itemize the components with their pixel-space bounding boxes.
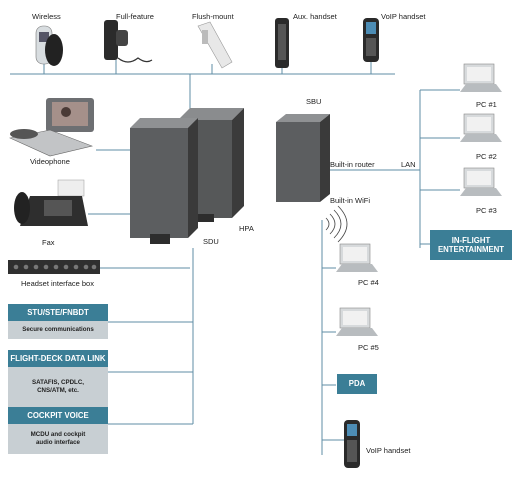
fax-label: Fax (42, 238, 55, 247)
headset-interface-box-icon (8, 260, 100, 274)
hpa-label: HPA (239, 224, 254, 233)
sdu-label: SDU (203, 237, 219, 246)
cv-sub-line1: MCDU and cockpit (30, 431, 86, 439)
full-feature-handset-icon (104, 20, 153, 63)
sbu-unit-icon (276, 114, 330, 202)
stu-ste-fnbdt-title: STU/STE/FNBDT (8, 304, 108, 321)
stu-ste-fnbdt-subtitle: Secure communications (8, 321, 108, 339)
flight-deck-data-link-box: FLIGHT-DECK DATA LINK SATAFIS, CPDLC, CN… (8, 350, 108, 407)
built-in-wifi-label: Built-in WiFi (330, 196, 371, 205)
wireless-handset-icon (35, 25, 63, 66)
ife-line1: IN-FLIGHT (451, 235, 491, 245)
pc5-laptop-icon (336, 307, 378, 336)
voip-handset-top-label: VoIP handset (381, 12, 426, 21)
fddl-sub-line2: CNS/ATM, etc. (37, 387, 79, 394)
wireless-handset-label: Wireless (32, 12, 61, 21)
voip-handset-bottom-icon (344, 420, 360, 468)
pc4-laptop-icon (336, 243, 378, 272)
pda-tag: PDA (337, 374, 377, 394)
stu-ste-fnbdt-box: STU/STE/FNBDT Secure communications (8, 304, 108, 339)
sbu-label: SBU (306, 97, 322, 106)
voip-handset-bottom-label: VoIP handset (366, 446, 411, 455)
videophone-icon (9, 98, 94, 157)
flight-deck-data-link-title: FLIGHT-DECK DATA LINK (8, 350, 108, 367)
sdu-unit-icon (130, 118, 198, 244)
in-flight-entertainment-tag: IN-FLIGHT ENTERTAINMENT (430, 230, 512, 260)
connection-lines (10, 60, 460, 455)
flush-mount-handset-label: Flush-mount (192, 12, 234, 21)
pc3-label: PC #3 (476, 206, 497, 215)
cockpit-voice-title: COCKPIT VOICE (8, 407, 108, 424)
fax-machine-icon (14, 179, 88, 226)
pc4-label: PC #4 (358, 278, 379, 287)
cockpit-voice-box: COCKPIT VOICE MCDU and cockpit audio int… (8, 407, 108, 454)
built-in-router-label: Built-in router (330, 160, 375, 169)
lan-label: LAN (401, 160, 416, 169)
pc1-label: PC #1 (476, 100, 497, 109)
videophone-label: Videophone (30, 157, 70, 166)
pc3-laptop-icon (460, 167, 502, 196)
flight-deck-data-link-subtitle: SATAFIS, CPDLC, CNS/ATM, etc. (8, 367, 108, 407)
pc5-label: PC #5 (358, 343, 379, 352)
pc1-laptop-icon (460, 63, 502, 92)
aux-handset-label: Aux. handset (293, 12, 337, 21)
headset-interface-box-label: Headset interface box (21, 279, 94, 288)
voip-handset-top-icon (363, 18, 379, 62)
wifi-signal-icon (325, 205, 348, 243)
ife-line2: ENTERTAINMENT (437, 245, 505, 254)
cv-sub-line2: audio interface (35, 439, 80, 446)
fddl-sub-line1: SATAFIS, CPDLC, (31, 379, 85, 387)
flush-mount-handset-icon (197, 21, 233, 69)
cockpit-voice-subtitle: MCDU and cockpit audio interface (8, 424, 108, 454)
pc2-label: PC #2 (476, 152, 497, 161)
aux-handset-icon (275, 18, 289, 68)
full-feature-handset-label: Full-feature (116, 12, 154, 21)
pc2-laptop-icon (460, 113, 502, 142)
